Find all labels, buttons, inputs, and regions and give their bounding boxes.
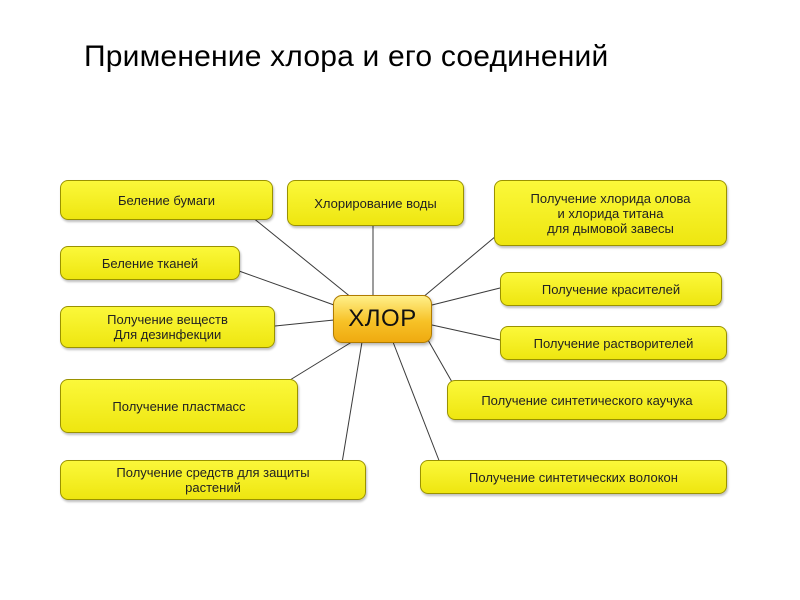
node-dyes: Получение красителей	[500, 272, 722, 306]
link-chlorides	[421, 235, 497, 299]
link-disinfect	[274, 319, 335, 327]
node-disinfectants: Получение веществ Для дезинфекции	[60, 306, 275, 348]
link-fabric	[238, 270, 335, 306]
link-rubber	[427, 339, 453, 383]
link-solvents	[431, 324, 501, 341]
node-synthetic-rubber: Получение синтетического каучука	[447, 380, 727, 420]
node-fabric-bleaching: Беление тканей	[60, 246, 240, 280]
node-tin-titanium-chlorides: Получение хлорида олова и хлорида титана…	[494, 180, 727, 246]
link-dyes	[431, 287, 501, 306]
node-paper-bleaching: Беление бумаги	[60, 180, 273, 220]
page-title: Применение хлора и его соединений	[84, 40, 609, 73]
node-solvents: Получение растворителей	[500, 326, 727, 360]
link-plants	[341, 341, 363, 464]
node-plant-protection: Получение средств для защиты растений	[60, 460, 366, 500]
chlorine-center-node: ХЛОР	[333, 295, 432, 343]
link-fibers	[392, 341, 441, 464]
node-water-chlorination: Хлорирование воды	[287, 180, 464, 226]
node-plastics: Получение пластмасс	[60, 379, 298, 433]
node-synthetic-fibers: Получение синтетических волокон	[420, 460, 727, 494]
link-paper	[251, 216, 353, 299]
link-plastics	[289, 339, 356, 381]
